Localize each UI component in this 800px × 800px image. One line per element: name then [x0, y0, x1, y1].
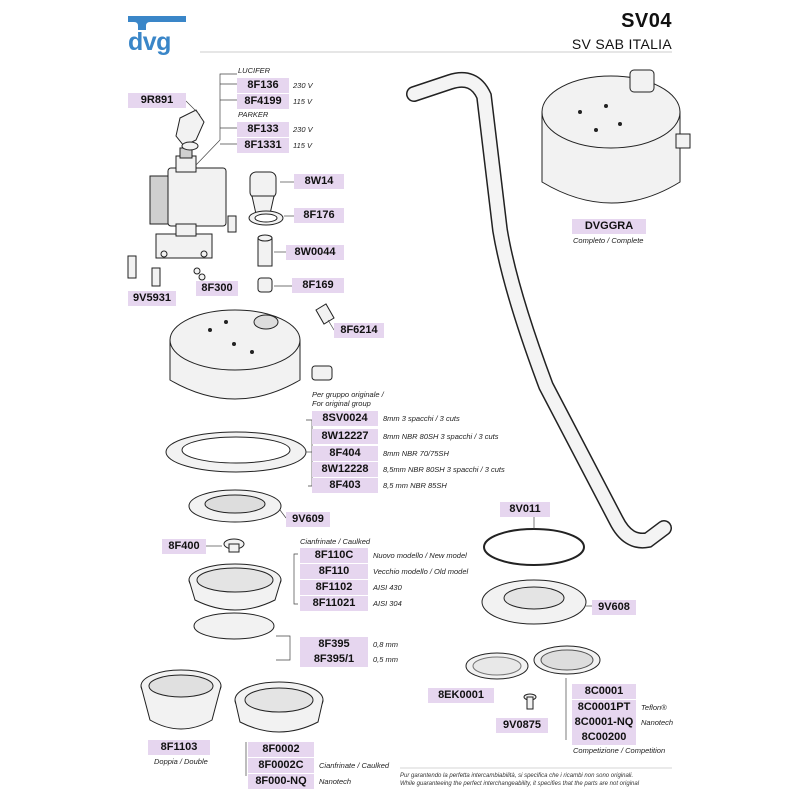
note-8F1102: AISI 430 — [373, 583, 402, 592]
note-8C00200: Competizione / Competition — [573, 746, 666, 755]
note-8W12228: 8,5mm NBR 80SH 3 spacchi / 3 cuts — [383, 465, 505, 474]
part-8F4199: 8F4199 — [237, 94, 289, 109]
part-9R891: 9R891 — [128, 93, 186, 108]
part-8F110C: 8F110C — [300, 548, 368, 563]
filter-basket-double-drawing — [140, 669, 222, 730]
part-8F0002C: 8F0002C — [248, 758, 314, 773]
part-8F110: 8F110 — [300, 564, 368, 579]
page-subtitle: SV SAB ITALIA — [571, 36, 672, 52]
part-8EK0001: 8EK0001 — [428, 688, 494, 703]
part-8F169: 8F169 — [292, 278, 344, 293]
shower-holder-drawing — [188, 489, 282, 523]
note-8C0001PT: Teflon® — [641, 703, 667, 712]
part-8C0001PT: 8C0001PT — [572, 700, 636, 715]
screen-competition-drawing — [533, 645, 601, 675]
note-8F136: 230 V — [293, 81, 313, 90]
shower-plate-drawing — [481, 579, 587, 625]
note-8F110: Vecchio modello / Old model — [373, 567, 469, 576]
part-8F176: 8F176 — [294, 208, 344, 223]
group-head-drawing — [169, 309, 301, 400]
dvg-logo-icon — [128, 16, 186, 30]
note-8F110C: Nuovo modello / New model — [373, 551, 467, 560]
part-8F11021: 8F11021 — [300, 596, 368, 611]
shower-screen-drawing — [188, 563, 282, 611]
part-8C00200: 8C00200 — [572, 730, 636, 745]
note-8F000-NQ: Nanotech — [319, 777, 352, 786]
allen-screw-drawing — [311, 365, 333, 381]
note-8F395-1: 0,5 mm — [373, 655, 399, 664]
note-8F403: 8,5 mm NBR 85SH — [383, 481, 447, 490]
elbow-fitting-drawing — [175, 109, 205, 151]
oring-large-drawing — [483, 528, 585, 566]
jet-fitting-drawing — [257, 277, 273, 293]
part-8F400: 8F400 — [162, 539, 206, 554]
note-8SV0024: 8mm 3 spacchi / 3 cuts — [383, 414, 460, 423]
oring-small-drawing — [248, 210, 284, 226]
shower-screw-small-drawing — [523, 693, 537, 710]
screws-drawing — [127, 215, 237, 287]
nozzle-fitting-drawing — [249, 171, 277, 215]
group-gasket-drawing — [165, 431, 307, 473]
note-8F404: 8mm NBR 70/75SH — [383, 449, 449, 458]
for-group-note: For original group — [312, 399, 371, 408]
part-9V609: 9V609 — [286, 512, 330, 527]
part-8V011: 8V011 — [500, 502, 550, 517]
note-8F395: 0,8 mm — [373, 640, 399, 649]
cianfrinate-heading: Cianfrinate / Caulked — [300, 537, 371, 546]
screen-mesh-drawing — [465, 652, 529, 680]
note-8F1331: 115 V — [293, 141, 313, 150]
part-8W14: 8W14 — [294, 174, 344, 189]
screw-side-drawing — [315, 303, 335, 325]
part-8F133: 8F133 — [237, 122, 289, 137]
water-pipe-drawing — [406, 71, 672, 549]
part-8F300: 8F300 — [196, 281, 238, 296]
part-8F000-NQ: 8F000-NQ — [248, 774, 314, 789]
part-9V608: 9V608 — [592, 600, 636, 615]
complete-group-drawing — [541, 69, 691, 204]
shower-screw-drawing — [223, 538, 245, 553]
part-8F6214: 8F6214 — [334, 323, 384, 338]
part-DVGGRA: DVGGRA — [572, 219, 646, 234]
part-8F1103: 8F1103 — [148, 740, 210, 755]
part-8C0001-NQ: 8C0001-NQ — [572, 715, 636, 730]
dispersion-spacer-drawing — [193, 612, 275, 640]
part-8SV0024: 8SV0024 — [312, 411, 378, 426]
note-8F1103: Doppia / Double — [154, 757, 208, 766]
part-8W0044: 8W0044 — [286, 245, 344, 260]
part-8W12228: 8W12228 — [312, 462, 378, 477]
part-8W12227: 8W12227 — [312, 429, 378, 444]
shower-screen-alt-drawing — [234, 681, 324, 733]
part-8F1102: 8F1102 — [300, 580, 368, 595]
solenoid-valve-drawing — [149, 147, 227, 259]
tube-spacer-drawing — [257, 234, 273, 267]
note-8F133: 230 V — [293, 125, 313, 134]
part-8F1331: 8F1331 — [237, 138, 289, 153]
brand-logo: dvg — [128, 28, 171, 56]
part-8F136: 8F136 — [237, 78, 289, 93]
disclaimer: Pur garantendo la perfetta intercambiabi… — [400, 772, 670, 788]
per-gruppo-note: Per gruppo originale / — [312, 390, 384, 399]
part-9V0875: 9V0875 — [496, 718, 548, 733]
note-DVGGRA: Completo / Complete — [573, 236, 644, 245]
parker-heading: PARKER — [238, 110, 269, 119]
note-8W12227: 8mm NBR 80SH 3 spacchi / 3 cuts — [383, 432, 499, 441]
note-8F0002C: Cianfrinate / Caulked — [319, 761, 390, 770]
disclaimer-italian: Pur garantendo la perfetta intercambiabi… — [400, 773, 634, 779]
disclaimer-english: While guaranteeing the perfect interchan… — [400, 781, 640, 787]
part-8F0002: 8F0002 — [248, 742, 314, 757]
lucifer-heading: LUCIFER — [238, 66, 271, 75]
part-8F395: 8F395 — [300, 637, 368, 652]
part-9V5931: 9V5931 — [128, 291, 176, 306]
part-8F404: 8F404 — [312, 446, 378, 461]
part-8C0001: 8C0001 — [572, 684, 636, 699]
part-8F403: 8F403 — [312, 478, 378, 493]
note-8C0001-NQ: Nanotech — [641, 718, 674, 727]
part-8F395-1: 8F395/1 — [300, 652, 368, 667]
page-title: SV04 — [621, 10, 672, 32]
note-8F4199: 115 V — [293, 97, 313, 106]
note-8F11021: AISI 304 — [373, 599, 402, 608]
